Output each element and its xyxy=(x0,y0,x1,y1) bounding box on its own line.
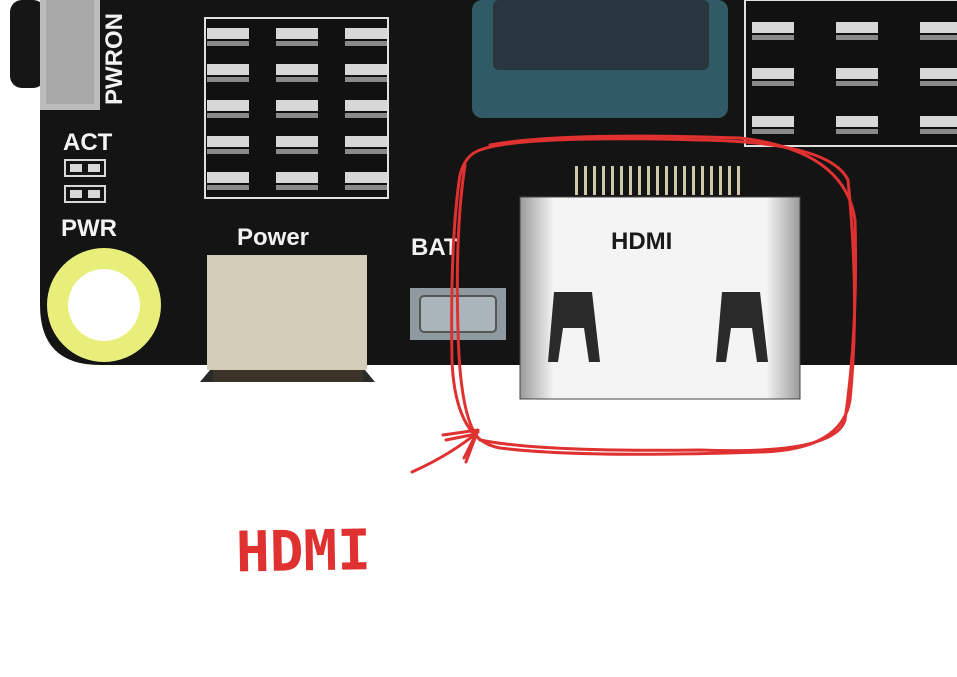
pin-shadow xyxy=(345,41,387,46)
hdmi-pin xyxy=(737,166,740,195)
pin-shadow xyxy=(752,129,794,134)
pin-shadow xyxy=(920,129,957,134)
pin xyxy=(276,100,318,111)
power-label: Power xyxy=(237,224,309,251)
pin xyxy=(207,100,249,111)
hdmi-port-label: HDMI xyxy=(611,228,672,255)
pwr-led-icon xyxy=(64,185,106,203)
act-label: ACT xyxy=(63,129,113,156)
pin-shadow xyxy=(345,113,387,118)
hdmi-pin xyxy=(647,166,650,195)
hdmi-pin xyxy=(629,166,632,195)
hdmi-pin xyxy=(656,166,659,195)
pin xyxy=(920,22,957,33)
pwr-label: PWR xyxy=(61,215,117,242)
pin xyxy=(920,68,957,79)
pin xyxy=(207,136,249,147)
pin xyxy=(207,28,249,39)
circle-highlight-icon xyxy=(450,134,858,456)
pin-shadow xyxy=(836,81,878,86)
pwron-switch-housing xyxy=(10,0,45,88)
hdmi-pin xyxy=(692,166,695,195)
hdmi-pin xyxy=(674,166,677,195)
hdmi-pin xyxy=(620,166,623,195)
pin-shadow xyxy=(207,41,249,46)
pwr-led-inner xyxy=(70,190,82,198)
pin xyxy=(207,64,249,75)
pin xyxy=(276,172,318,183)
pin-shadow xyxy=(276,41,318,46)
hdmi-pin xyxy=(665,166,668,195)
pin xyxy=(276,136,318,147)
hdmi-pin xyxy=(683,166,686,195)
pin-shadow xyxy=(276,185,318,190)
hdmi-pin xyxy=(728,166,731,195)
pin-shadow xyxy=(836,35,878,40)
pin xyxy=(345,136,387,147)
hdmi-pin xyxy=(710,166,713,195)
hdmi-pin xyxy=(602,166,605,195)
pin-shadow xyxy=(345,149,387,154)
hdmi-pin xyxy=(719,166,722,195)
power-connector-base xyxy=(213,370,363,382)
pin xyxy=(836,68,878,79)
pin-shadow xyxy=(276,77,318,82)
arrow-icon xyxy=(410,428,480,474)
pin-shadow xyxy=(836,129,878,134)
pin xyxy=(345,100,387,111)
pin-shadow xyxy=(920,81,957,86)
hdmi-pin xyxy=(701,166,704,195)
pin-shadow xyxy=(207,185,249,190)
pin-shadow xyxy=(752,81,794,86)
pin-shadow xyxy=(207,77,249,82)
mounting-hole-inner xyxy=(68,269,140,341)
pin xyxy=(207,172,249,183)
pin-header-icon-right xyxy=(744,0,957,147)
pin-shadow xyxy=(345,77,387,82)
hdmi-pin xyxy=(638,166,641,195)
act-led-inner xyxy=(70,164,82,172)
pin xyxy=(752,116,794,127)
hdmi-pin xyxy=(584,166,587,195)
pin xyxy=(345,64,387,75)
pin-shadow xyxy=(752,35,794,40)
pin xyxy=(276,64,318,75)
hdmi-pin xyxy=(593,166,596,195)
pin xyxy=(345,28,387,39)
pin-shadow xyxy=(920,35,957,40)
hdmi-pin xyxy=(611,166,614,195)
power-connector xyxy=(207,255,367,370)
bat-label: BAT xyxy=(411,234,459,261)
pin xyxy=(836,116,878,127)
pwr-led-inner-2 xyxy=(88,190,100,198)
act-led-inner-2 xyxy=(88,164,100,172)
pin xyxy=(836,22,878,33)
pin-shadow xyxy=(207,113,249,118)
hdmi-annotation: HDMI xyxy=(235,518,371,585)
pin-shadow xyxy=(207,149,249,154)
pin xyxy=(345,172,387,183)
pin-shadow xyxy=(276,113,318,118)
pin-header-icon-left xyxy=(204,17,389,199)
pwron-label: PWRON xyxy=(101,13,128,105)
hdmi-pin xyxy=(575,166,578,195)
pin xyxy=(752,68,794,79)
act-led-icon xyxy=(64,159,106,177)
pin xyxy=(752,22,794,33)
pin-shadow xyxy=(345,185,387,190)
chip-die xyxy=(493,0,709,70)
pin xyxy=(276,28,318,39)
hdmi-port-icon xyxy=(519,166,801,400)
pin xyxy=(920,116,957,127)
pwron-switch-face xyxy=(46,0,94,104)
pin-shadow xyxy=(276,149,318,154)
